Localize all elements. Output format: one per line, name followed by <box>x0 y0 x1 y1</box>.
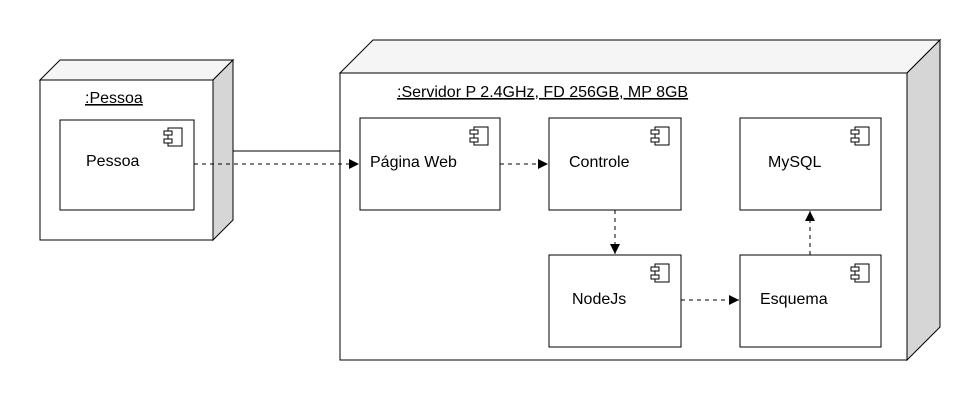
component-mysql-label: MySQL <box>768 154 821 171</box>
component-controle-label: Controle <box>569 154 630 171</box>
node-servidor-top <box>338 39 942 74</box>
component-esquema[interactable]: Esquema <box>739 254 882 348</box>
node-servidor-side <box>906 38 941 362</box>
component-icon <box>850 126 870 146</box>
node-pessoa-top <box>38 59 235 81</box>
component-mysql[interactable]: MySQL <box>739 117 882 211</box>
component-controle[interactable]: Controle <box>548 117 682 211</box>
node-pessoa-side <box>212 58 234 242</box>
node-pessoa-title: :Pessoa <box>85 90 143 107</box>
component-esquema-label: Esquema <box>760 291 828 308</box>
component-pessoa[interactable]: Pessoa <box>59 119 195 211</box>
component-nodejs-label: NodeJs <box>572 291 626 308</box>
node-servidor-title: :Servidor P 2.4GHz, FD 256GB, MP 8GB <box>397 84 688 101</box>
component-icon <box>163 127 183 147</box>
component-icon <box>650 263 670 283</box>
component-icon <box>850 263 870 283</box>
component-pessoa-label: Pessoa <box>86 153 139 170</box>
component-pagina-web[interactable]: Página Web <box>359 117 501 211</box>
component-icon <box>650 126 670 146</box>
component-pagina-web-label: Página Web <box>370 154 457 171</box>
component-nodejs[interactable]: NodeJs <box>548 254 682 348</box>
component-icon <box>469 126 489 146</box>
